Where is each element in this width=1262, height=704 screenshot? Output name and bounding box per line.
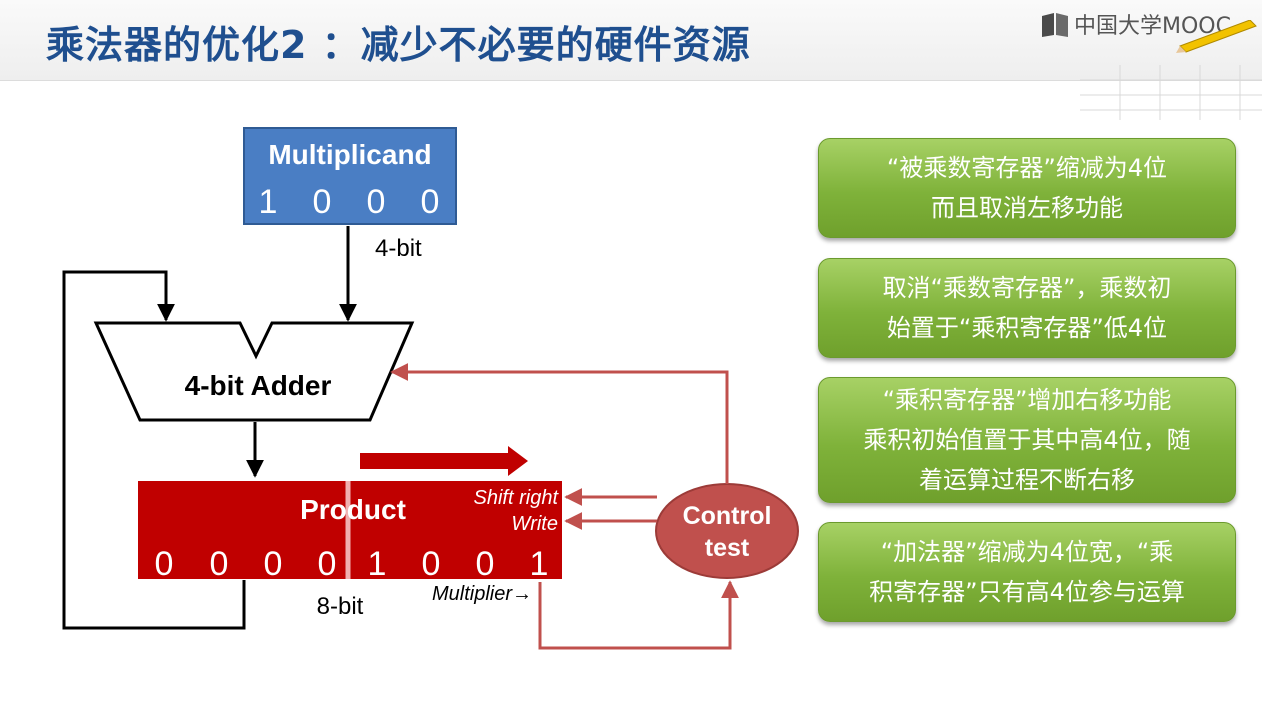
control-test-ellipse (655, 483, 799, 579)
product-label: Product (300, 494, 406, 525)
product-register: Product Shift right Write 0 0 0 0 1 0 0 … (138, 481, 562, 583)
shift-right-label: Shift right (474, 487, 560, 509)
note-line: 取消“乘数寄存器”，乘数初 (882, 274, 1172, 302)
multiplier-to-control-arrow (538, 580, 739, 650)
title-bar: 乘法器的优化2 ：减少不必要的硬件资源 中国大学MOOC (0, 0, 1262, 81)
note-adder: “加法器”缩减为4位宽，“乘 积寄存器”只有高4位参与运算 (818, 522, 1236, 622)
adder-label: 4-bit Adder (185, 370, 332, 401)
mooc-book-icon (1042, 13, 1068, 37)
note-line: 积寄存器”只有高4位参与运算 (869, 578, 1185, 606)
multiplicand-bit: 0 (421, 183, 440, 221)
product-bit: 0 (155, 545, 174, 583)
control-to-adder-arrow (390, 363, 729, 484)
product-bit: 1 (530, 545, 549, 583)
multiplicand-bit: 0 (313, 183, 332, 221)
product-bit: 0 (422, 545, 441, 583)
product-bit: 0 (318, 545, 337, 583)
note-line: 乘积初始值置于其中高4位，随 (863, 426, 1191, 454)
note-product: “乘积寄存器”增加右移功能 乘积初始值置于其中高4位，随 着运算过程不断右移 (818, 377, 1236, 503)
adder-shape (93, 321, 415, 422)
note-line: “被乘数寄存器”缩减为4位 (886, 154, 1168, 182)
note-line: 始置于“乘积寄存器”低4位 (886, 314, 1168, 342)
note-multiplier: 取消“乘数寄存器”，乘数初 始置于“乘积寄存器”低4位 (818, 258, 1236, 358)
multiplier-diagram: Multiplicand 1 0 0 0 4-bit 4-bit Adder P… (62, 127, 799, 650)
mooc-logo: 中国大学MOOC (1040, 6, 1231, 42)
product-bit: 0 (476, 545, 495, 583)
logo-text: 中国大学MOOC (1074, 14, 1231, 39)
write-label: Write (511, 513, 558, 535)
product-feedback-arrow (62, 270, 246, 630)
note-multiplicand: “被乘数寄存器”缩减为4位 而且取消左移功能 (818, 138, 1236, 238)
multiplier-label: Multiplier→ (432, 583, 532, 605)
note-line: “加法器”缩减为4位宽，“乘 (880, 538, 1174, 566)
control-label-line1: Control (683, 502, 772, 530)
multiplicand-bit: 0 (367, 183, 386, 221)
pencil-decoration (1080, 20, 1262, 120)
product-bit: 0 (264, 545, 283, 583)
note-line: “乘积寄存器”增加右移功能 (882, 386, 1172, 414)
note-line: 而且取消左移功能 (931, 194, 1123, 222)
product-bit: 1 (368, 545, 387, 583)
control-label-line2: test (705, 534, 750, 562)
shift-right-arrow (360, 446, 528, 476)
note-line: 着运算过程不断右移 (919, 466, 1135, 494)
multiplicand-register: Multiplicand 1 0 0 0 (243, 127, 457, 225)
product-width-label: 8-bit (317, 593, 364, 620)
slide-title: 乘法器的优化2 ：减少不必要的硬件资源 (46, 23, 751, 67)
multiplicand-label: Multiplicand (268, 139, 431, 170)
product-bit: 0 (210, 545, 229, 583)
multiplicand-width-label: 4-bit (375, 235, 422, 262)
multiplicand-bit: 1 (259, 183, 278, 221)
